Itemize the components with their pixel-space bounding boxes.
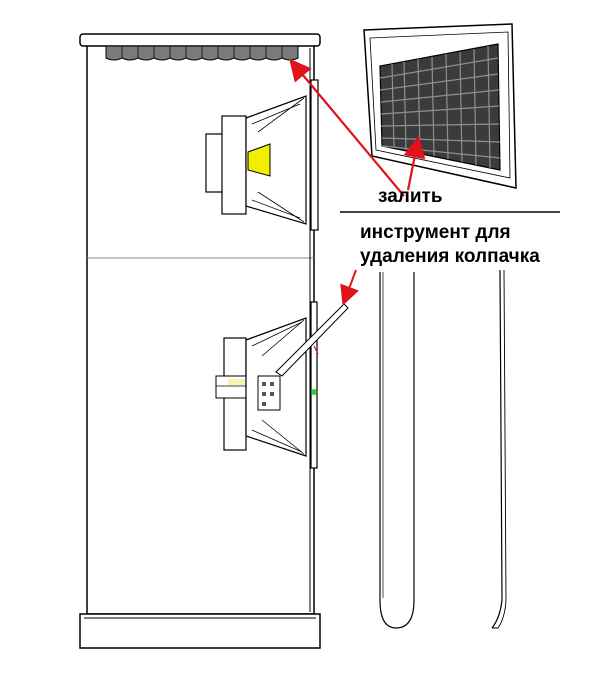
top-grille-strip xyxy=(105,45,299,61)
fill-label: залить xyxy=(378,186,443,207)
lower-driver-front-baffle xyxy=(310,301,318,469)
cabinet-top-cap xyxy=(79,33,321,47)
tool-front-view xyxy=(379,272,415,629)
arrow-to-tool xyxy=(340,269,359,306)
lower-driver-dustcap xyxy=(257,375,281,411)
grille-detail-inset xyxy=(363,23,517,189)
upper-driver-yellow-cone xyxy=(247,143,271,177)
arrow-to-top-grille xyxy=(289,58,405,197)
upper-driver xyxy=(205,79,319,231)
tool-label-line2: удаления колпачка xyxy=(360,246,540,267)
cabinet-plinth xyxy=(79,613,321,649)
inserted-removal-tool xyxy=(275,303,349,377)
upper-driver-front-baffle xyxy=(310,79,319,231)
upper-driver-horn xyxy=(245,95,307,225)
red-arrows xyxy=(289,58,426,306)
tool-label-line1: инструмент для xyxy=(360,222,511,243)
lower-driver xyxy=(215,301,319,469)
tool-side-view xyxy=(491,269,507,629)
led-indicator xyxy=(311,389,317,395)
upper-driver-magnet-back xyxy=(205,133,225,193)
upper-driver-magnet xyxy=(221,115,247,215)
arrow-to-inset-grille xyxy=(403,135,426,191)
